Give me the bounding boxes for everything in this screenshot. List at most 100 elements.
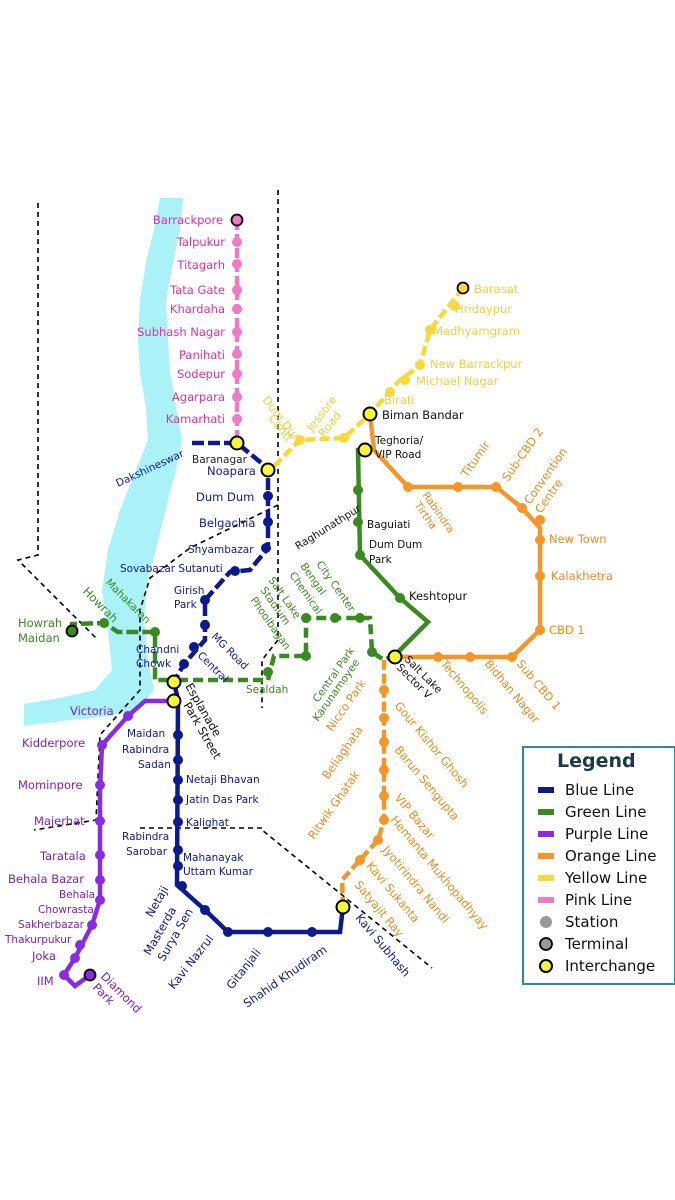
label-titumir[interactable]: Titumir bbox=[457, 438, 493, 480]
purple-station-dot[interactable] bbox=[95, 895, 105, 905]
blue-station-dot[interactable] bbox=[261, 543, 271, 553]
pink-station-dot[interactable] bbox=[232, 285, 242, 295]
label-majerhat[interactable]: Majerhat bbox=[34, 814, 85, 828]
purple-station-dot[interactable] bbox=[59, 970, 69, 980]
label-behala-chowrasta-1[interactable]: Behala bbox=[59, 889, 95, 901]
orange-station-dot[interactable] bbox=[535, 571, 545, 581]
label-sodepur[interactable]: Sodepur bbox=[177, 367, 225, 381]
label-iim[interactable]: IIM bbox=[37, 974, 54, 988]
label-shyambazar[interactable]: Shyambazar bbox=[188, 544, 254, 556]
purple-station-dot[interactable] bbox=[75, 940, 85, 950]
green-station-dot[interactable] bbox=[301, 651, 311, 661]
orange-station-dot[interactable] bbox=[355, 855, 365, 865]
label-titagarh[interactable]: Titagarh bbox=[176, 258, 225, 272]
label-panihati[interactable]: Panihati bbox=[179, 348, 225, 362]
label-howrah-maidan-2[interactable]: Maidan bbox=[18, 631, 60, 645]
label-mahanayak-2[interactable]: Uttam Kumar bbox=[183, 866, 254, 878]
label-beliaghata[interactable]: Beliaghata bbox=[319, 723, 366, 781]
interchange-park-street[interactable] bbox=[166, 693, 182, 709]
label-gitanjali[interactable]: Gitanjali bbox=[223, 946, 263, 992]
label-joka[interactable]: Joka bbox=[31, 949, 56, 963]
orange-station-dot[interactable] bbox=[373, 835, 383, 845]
blue-station-dot[interactable] bbox=[173, 775, 183, 785]
label-mominpore[interactable]: Mominpore bbox=[18, 778, 83, 792]
interchange-baranagar[interactable] bbox=[229, 435, 245, 451]
blue-station-dot[interactable] bbox=[263, 927, 273, 937]
label-cbd1[interactable]: CBD 1 bbox=[549, 623, 585, 637]
pink-station-dot[interactable] bbox=[232, 414, 242, 424]
label-kidderpore[interactable]: Kidderpore bbox=[22, 736, 85, 750]
label-girish-1[interactable]: Girish bbox=[174, 585, 204, 597]
orange-station-dot[interactable] bbox=[507, 652, 517, 662]
purple-station-dot[interactable] bbox=[95, 850, 105, 860]
label-agarpara[interactable]: Agarpara bbox=[172, 390, 225, 404]
blue-station-dot[interactable] bbox=[200, 620, 210, 630]
blue-station-dot[interactable] bbox=[173, 845, 183, 855]
label-behala-chowrasta-2[interactable]: Chowrasta bbox=[38, 904, 94, 916]
blue-station-dot[interactable] bbox=[200, 905, 210, 915]
green-station-dot[interactable] bbox=[367, 647, 377, 657]
green-station-dot[interactable] bbox=[353, 517, 363, 527]
purple-station-dot[interactable] bbox=[95, 816, 105, 826]
label-rabindra-sarobar-1[interactable]: Rabindra bbox=[122, 831, 169, 843]
label-chandni-2[interactable]: Chowk bbox=[136, 658, 172, 670]
purple-station-dot[interactable] bbox=[95, 780, 105, 790]
label-girish-2[interactable]: Park bbox=[174, 599, 198, 611]
purple-station-dot[interactable] bbox=[70, 953, 80, 963]
label-kalakhetra[interactable]: Kalakhetra bbox=[551, 569, 613, 583]
orange-station-dot[interactable] bbox=[379, 713, 389, 723]
green-station-dot[interactable] bbox=[99, 618, 109, 628]
orange-station-dot[interactable] bbox=[379, 815, 389, 825]
label-sakherbazar[interactable]: Sakherbazar bbox=[18, 919, 85, 931]
label-dum-dum-park-2[interactable]: Park bbox=[369, 554, 393, 566]
label-thakurpukur[interactable]: Thakurpukur bbox=[4, 934, 72, 946]
blue-station-dot[interactable] bbox=[200, 595, 210, 605]
label-maidan[interactable]: Maidan bbox=[127, 728, 165, 740]
blue-station-dot[interactable] bbox=[263, 517, 273, 527]
label-hridaypur[interactable]: Hridaypur bbox=[455, 302, 512, 316]
label-baguiati[interactable]: Baguiati bbox=[367, 519, 410, 531]
terminal-diamond-park[interactable] bbox=[83, 968, 97, 982]
label-teghoria-2[interactable]: VIP Road bbox=[375, 449, 421, 461]
interchange-kavi-subhash[interactable] bbox=[335, 899, 351, 915]
label-kamarhati[interactable]: Kamarhati bbox=[166, 412, 225, 426]
yellow-station-dot[interactable] bbox=[339, 433, 349, 443]
label-raghunathpur[interactable]: Raghunathpur bbox=[293, 502, 364, 552]
terminal-howrah-maidan[interactable] bbox=[65, 624, 79, 638]
orange-station-dot[interactable] bbox=[517, 503, 527, 513]
label-biman-bandar[interactable]: Biman Bandar bbox=[382, 408, 464, 422]
label-chandni-1[interactable]: Chandni bbox=[136, 644, 179, 656]
label-rabindra-sadan-1[interactable]: Rabindra bbox=[122, 744, 169, 756]
green-station-dot[interactable] bbox=[330, 613, 340, 623]
label-howrah-maidan-1[interactable]: Howrah bbox=[18, 616, 62, 630]
label-victoria[interactable]: Victoria bbox=[70, 704, 114, 718]
label-rabindra-sarobar-2[interactable]: Sarobar bbox=[126, 846, 168, 858]
blue-station-dot[interactable] bbox=[177, 881, 187, 891]
label-kalighat[interactable]: Kalighat bbox=[186, 817, 229, 829]
blue-station-dot[interactable] bbox=[173, 730, 183, 740]
label-talpukur[interactable]: Talpukur bbox=[176, 235, 226, 249]
label-mahanayak-1[interactable]: Mahanayak bbox=[183, 852, 244, 864]
green-station-dot[interactable] bbox=[263, 667, 273, 677]
label-sealdah[interactable]: Sealdah bbox=[246, 684, 288, 696]
pink-station-dot[interactable] bbox=[232, 304, 242, 314]
blue-station-dot[interactable] bbox=[173, 817, 183, 827]
orange-station-dot[interactable] bbox=[535, 535, 545, 545]
label-new-town[interactable]: New Town bbox=[549, 532, 607, 546]
blue-station-dot[interactable] bbox=[173, 755, 183, 765]
orange-station-dot[interactable] bbox=[491, 482, 501, 492]
label-behala-bazar[interactable]: Behala Bazar bbox=[8, 872, 84, 886]
yellow-station-dot[interactable] bbox=[385, 387, 395, 397]
label-barrackpore[interactable]: Barrackpore bbox=[153, 213, 223, 227]
label-teghoria-1[interactable]: Teghoria/ bbox=[374, 435, 424, 447]
label-ritwik-ghatak[interactable]: Ritwik Ghatak bbox=[305, 768, 363, 842]
orange-station-dot[interactable] bbox=[403, 482, 413, 492]
orange-station-dot[interactable] bbox=[535, 625, 545, 635]
label-new-barrackpur[interactable]: New Barrackpur bbox=[430, 357, 523, 371]
label-dum-dum[interactable]: Dum Dum bbox=[196, 490, 254, 504]
orange-station-dot[interactable] bbox=[379, 791, 389, 801]
interchange-noapara[interactable] bbox=[260, 462, 276, 478]
green-station-dot[interactable] bbox=[353, 485, 363, 495]
label-keshtopur[interactable]: Keshtopur bbox=[409, 589, 467, 603]
pink-station-dot[interactable] bbox=[232, 327, 242, 337]
